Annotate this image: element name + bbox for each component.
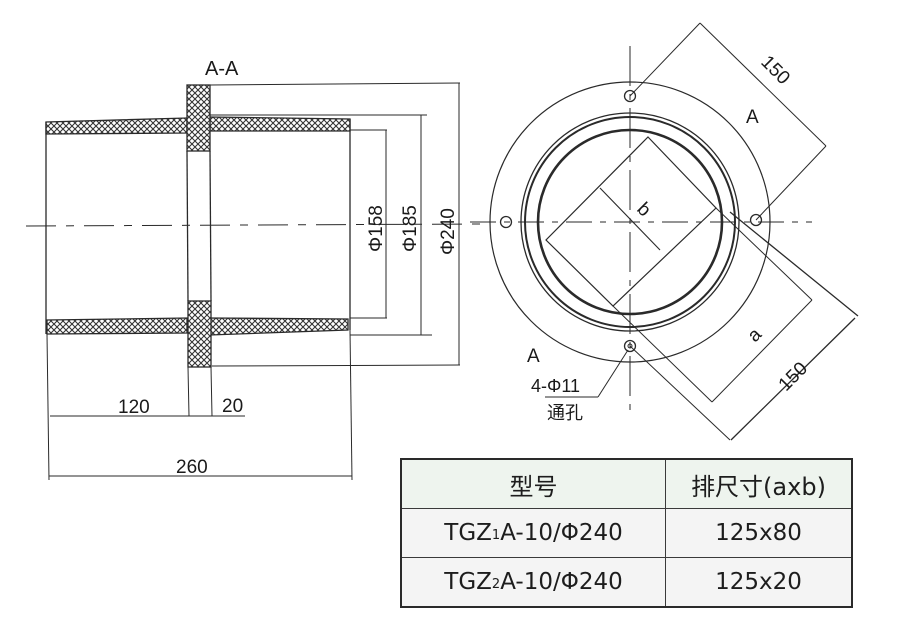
cell-size: 125x80: [665, 508, 853, 558]
tube-ring-mid: [524, 116, 736, 328]
dim-line-150-bottom: [730, 317, 856, 441]
table-row: TGZ1A-10/Φ240 125x80: [400, 508, 853, 558]
header-model: 型号: [400, 458, 666, 509]
section-marker-bottom: A: [527, 346, 540, 367]
upper-flange: [186, 84, 211, 152]
bolt-hole-bottom: [623, 339, 637, 353]
section-view: [25, 82, 481, 481]
bolt-hole-right: [749, 213, 763, 227]
header-busbar-size: 排尺寸(axb): [665, 458, 853, 509]
busbar-width-label: b: [632, 199, 654, 221]
table-header-row: 型号 排尺寸(axb): [400, 458, 853, 509]
dim-bottom-150: 150: [775, 358, 812, 395]
tube-inner-circle: [536, 128, 724, 316]
spec-table: 型号 排尺寸(axb) TGZ1A-10/Φ240 125x80 TGZ2A-1…: [400, 458, 853, 608]
busbar-length-label: a: [744, 324, 767, 347]
dim-outer-dia: Φ185: [400, 205, 421, 252]
end-view: [470, 22, 859, 441]
dim-inner-dia: Φ158: [366, 205, 387, 252]
dim-flange-thickness: 20: [222, 396, 243, 417]
centerline: [25, 223, 481, 227]
table-row: TGZ2A-10/Φ240 125x20: [400, 557, 853, 608]
lower-flange: [187, 300, 212, 368]
dim-left-length: 120: [118, 397, 150, 418]
upper-wall-left: [45, 117, 188, 135]
cell-model: TGZ1A-10/Φ240: [400, 508, 666, 558]
upper-wall-right: [209, 116, 351, 132]
bolt-hole-left: [499, 215, 513, 229]
bolt-hole-top: [623, 89, 637, 103]
hole-note: 通孔: [547, 403, 583, 423]
hole-leader: [597, 349, 629, 398]
lower-wall-right: [209, 317, 349, 336]
lower-wall-left: [46, 317, 188, 335]
dim-flange-dia: Φ240: [438, 208, 459, 255]
section-marker-top: A: [746, 107, 759, 128]
section-title: A-A: [205, 58, 239, 80]
tube-ring-outer: [520, 112, 740, 332]
flange-outer-circle: [489, 81, 771, 363]
cell-size: 125x20: [665, 557, 853, 608]
hole-spec: 4-Φ11: [531, 376, 580, 396]
dim-total-length: 260: [176, 457, 208, 478]
cell-model: TGZ2A-10/Φ240: [400, 557, 666, 608]
busbar-center-line: [599, 187, 661, 251]
